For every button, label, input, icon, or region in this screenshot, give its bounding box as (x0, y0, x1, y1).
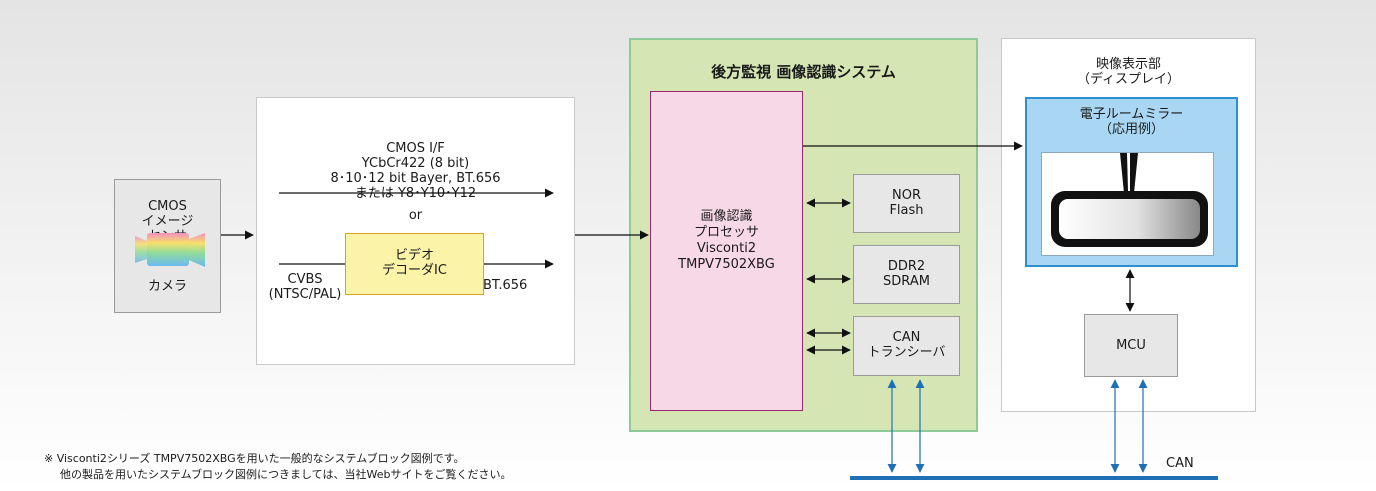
processor-label: 画像認識 プロセッサ Visconti2 TMPV7502XBG (651, 209, 802, 273)
ddr2-sdram-label: DDR2 SDRAM (854, 259, 959, 289)
display-title: 映像表示部 （ディスプレイ） (1002, 57, 1255, 87)
or-label: or (408, 208, 423, 223)
mirror-line: （応用例） (1098, 122, 1164, 137)
decoder-line: ビデオ (394, 248, 434, 263)
cmos-if-description: CMOS I/F YCbCr422 (8 bit) 8･10･12 bit Ba… (257, 141, 574, 201)
mcu-box: MCU (1084, 314, 1178, 377)
rearview-mirror-icon (1051, 153, 1208, 247)
footnote: ※ Visconti2シリーズ TMPV7502XBGを用いた一般的なシステムブ… (44, 451, 511, 483)
cmos-if-line: 8･10･12 bit Bayer, BT.656 (330, 171, 501, 186)
decoder-line: デコーダIC (382, 263, 447, 278)
mirror-image-frame (1041, 152, 1214, 256)
ddr-line: SDRAM (883, 274, 930, 289)
display-title-line: （ディスプレイ） (1076, 72, 1181, 87)
system-title: 後方監視 画像認識システム (711, 63, 896, 81)
nor-line: Flash (889, 203, 924, 218)
processor-line: Visconti2 (696, 241, 757, 256)
processor-line: 画像認識 (700, 209, 753, 224)
can-transceiver-label: CAN トランシーバ (854, 330, 959, 360)
bt656-label: BT.656 (483, 278, 528, 293)
camera-icon (135, 227, 205, 272)
nor-flash-box: NOR Flash (853, 174, 960, 233)
camera-line: イメージ (141, 214, 194, 229)
interface-block: CMOS I/F YCbCr422 (8 bit) 8･10･12 bit Ba… (256, 97, 575, 365)
processor-line: プロセッサ (693, 225, 759, 240)
nor-line: NOR (892, 188, 921, 203)
cmos-if-line: CMOS I/F (386, 141, 445, 156)
ddr-line: DDR2 (887, 259, 926, 274)
mcu-label: MCU (1116, 338, 1146, 353)
processor-line: TMPV7502XBG (678, 257, 775, 272)
can-bus-label: CAN (1166, 456, 1194, 471)
room-mirror-label: 電子ルームミラー （応用例） (1027, 107, 1236, 137)
video-decoder-label: ビデオ デコーダIC (346, 248, 483, 278)
cvbs-line: (NTSC/PAL) (268, 287, 342, 302)
camera-block: CMOS イメージ センサ カメラ (114, 179, 221, 313)
camera-caption: カメラ (147, 279, 187, 294)
can-trx-line: トランシーバ (867, 345, 946, 360)
footnote-line: ※ Visconti2シリーズ TMPV7502XBGを用いた一般的なシステムブ… (44, 452, 465, 465)
cvbs-label: CVBS (NTSC/PAL) (265, 272, 345, 302)
room-mirror-box: 電子ルームミラー （応用例） (1025, 97, 1238, 267)
nor-flash-label: NOR Flash (854, 188, 959, 218)
footnote-line: 他の製品を用いたシステムブロック図例につきましては、当社Webサイトをご覧くださ… (60, 468, 512, 481)
display-title-line: 映像表示部 (1095, 57, 1161, 72)
video-decoder-box: ビデオ デコーダIC (345, 233, 484, 295)
ddr2-sdram-box: DDR2 SDRAM (853, 245, 960, 304)
can-transceiver-box: CAN トランシーバ (853, 316, 960, 376)
mirror-line: 電子ルームミラー (1079, 107, 1184, 122)
cmos-if-line: YCbCr422 (8 bit) (361, 156, 470, 171)
camera-line: CMOS (148, 199, 187, 214)
cvbs-line: CVBS (287, 272, 323, 287)
processor-box: 画像認識 プロセッサ Visconti2 TMPV7502XBG (650, 91, 803, 411)
can-trx-line: CAN (892, 330, 921, 345)
